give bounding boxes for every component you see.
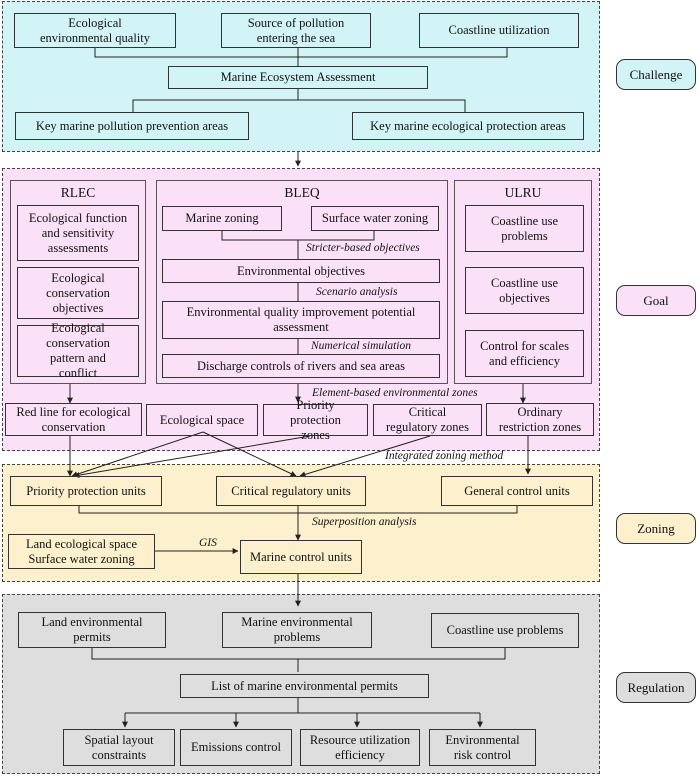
eco-quality-box: Ecological environmental quality — [14, 13, 176, 48]
element-based-label: Element-based environmental zones — [312, 387, 478, 399]
marine-problems-box: Marine environmental problems — [222, 612, 372, 648]
rlec-item-2: Ecological conservation objectives — [17, 267, 139, 319]
ulru-item-2: Coastline use objectives — [465, 267, 584, 314]
discharge-box: Discharge controls of rivers and sea are… — [162, 354, 440, 378]
stage-goal: Goal — [616, 285, 696, 316]
risk-box: Environmental risk control — [429, 729, 536, 766]
scenario-label: Scenario analysis — [316, 286, 398, 298]
general-units-box: General control units — [441, 476, 593, 506]
land-space-box: Land ecological space Surface water zoni… — [8, 534, 155, 569]
red-line-box: Red line for ecological conservation — [5, 403, 142, 436]
ulru-title: ULRU — [504, 185, 542, 200]
land-permits-box: Land environmental permits — [18, 612, 166, 648]
bleq-panel — [156, 180, 448, 384]
improvement-box: Environmental quality improvement potent… — [162, 301, 440, 339]
integrated-label: Integrated zoning method — [385, 450, 504, 462]
env-objectives-box: Environmental objectives — [162, 259, 440, 283]
rlec-title: RLEC — [60, 185, 96, 200]
surface-water-zoning-box: Surface water zoning — [311, 206, 439, 231]
priority-zones-box: Priority protection zones — [263, 398, 368, 442]
critical-units-box: Critical regulatory units — [216, 476, 366, 506]
superposition-label: Superposition analysis — [312, 516, 417, 528]
ulru-panel — [454, 180, 592, 384]
ulru-item-3: Control for scales and efficiency — [465, 330, 584, 377]
stage-zoning: Zoning — [616, 513, 696, 544]
regulation-region — [2, 594, 600, 774]
ulru-item-1: Coastline use problems — [465, 205, 584, 252]
pollution-source-box: Source of pollution entering the sea — [221, 13, 371, 48]
rlec-item-1: Ecological function and sensitivity asse… — [17, 205, 139, 261]
stage-challenge: Challenge — [616, 59, 696, 90]
critical-zones-box: Critical regulatory zones — [373, 404, 482, 436]
coastline-problems-box: Coastline use problems — [431, 613, 579, 648]
emissions-box: Emissions control — [180, 729, 292, 766]
numerical-label: Numerical simulation — [311, 340, 411, 352]
ordinary-zones-box: Ordinary restriction zones — [486, 403, 594, 436]
spatial-box: Spatial layout constraints — [63, 729, 175, 766]
challenge-region — [2, 1, 600, 152]
rlec-item-3: Ecological conservation pattern and conf… — [17, 321, 139, 380]
zoning-region — [2, 464, 600, 582]
priority-units-box: Priority protection units — [10, 476, 162, 506]
protection-areas-box: Key marine ecological protection areas — [352, 112, 584, 140]
bleq-title: BLEQ — [284, 185, 320, 200]
resource-box: Resource utilization efficiency — [300, 729, 420, 766]
coastline-box: Coastline utilization — [419, 13, 579, 48]
stage-regulation: Regulation — [616, 672, 696, 703]
gis-label: GIS — [199, 537, 217, 549]
marine-units-box: Marine control units — [240, 540, 362, 574]
stricter-label: Stricter-based objectives — [306, 242, 420, 254]
rlec-panel — [10, 180, 146, 384]
eco-space-box: Ecological space — [146, 404, 258, 436]
marine-zoning-box: Marine zoning — [162, 206, 282, 231]
permit-list-box: List of marine environmental permits — [180, 674, 429, 698]
pollution-areas-box: Key marine pollution prevention areas — [15, 112, 249, 140]
assessment-box: Marine Ecosystem Assessment — [168, 66, 428, 89]
